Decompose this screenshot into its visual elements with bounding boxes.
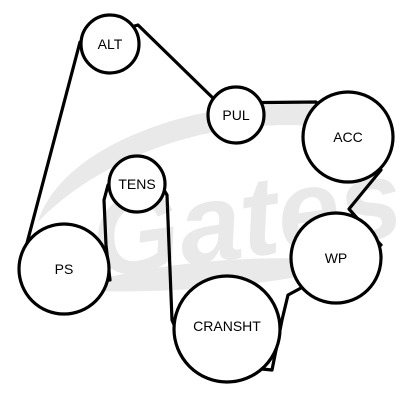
pulley-acc-label: ACC: [333, 129, 363, 145]
pulley-alt: ALT: [79, 13, 141, 75]
pulley-wp: WP: [289, 211, 383, 305]
pulley-cranshaft: CRANSHT: [172, 274, 282, 384]
pulley-alt-label: ALT: [98, 36, 123, 52]
pulley-cranshaft-label: CRANSHT: [193, 318, 261, 334]
pulley-ps-circle: [17, 222, 111, 316]
pulley-cranshaft-circle: [172, 274, 282, 384]
pulley-pul-label: PUL: [222, 107, 249, 123]
pulley-tens: TENS: [107, 154, 167, 214]
pulley-tens-label: TENS: [118, 176, 155, 192]
pulley-wp-circle: [289, 211, 383, 305]
pulley-ps-label: PS: [55, 261, 74, 277]
watermark-swoosh-lower: [60, 258, 360, 292]
pulley-ps: PS: [17, 222, 111, 316]
pulley-pul-circle: [206, 85, 266, 145]
pulley-pul: PUL: [206, 85, 266, 145]
pulley-acc-circle: [301, 90, 395, 184]
pulley-tens-circle: [107, 154, 167, 214]
pulley-alt-circle: [79, 13, 141, 75]
pulley-wp-label: WP: [325, 250, 348, 266]
pulley-acc: ACC: [301, 90, 395, 184]
